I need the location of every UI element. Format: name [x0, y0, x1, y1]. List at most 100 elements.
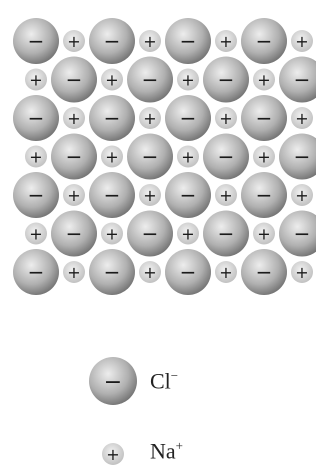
chloride-ion: −	[241, 18, 287, 64]
chloride-symbol: −	[180, 29, 197, 53]
chloride-ion: −	[241, 95, 287, 141]
chloride-symbol: −	[180, 106, 197, 130]
chloride-symbol: −	[256, 260, 273, 284]
chloride-symbol: −	[104, 183, 121, 207]
chloride-ion: −	[203, 56, 249, 103]
chloride-symbol: −	[28, 106, 45, 130]
sodium-ion: +	[215, 107, 237, 129]
chloride-symbol: −	[66, 68, 83, 92]
sodium-ion: +	[139, 107, 161, 129]
sodium-ion: +	[253, 68, 275, 91]
chloride-ion: −	[241, 172, 287, 218]
chloride-ion: −	[51, 210, 97, 257]
sodium-ion: +	[139, 184, 161, 206]
chloride-symbol: −	[66, 145, 83, 169]
chloride-symbol: −	[218, 68, 235, 92]
sodium-ion: +	[177, 145, 199, 168]
chloride-ion: −	[13, 95, 59, 141]
chloride-ion: −	[51, 133, 97, 180]
sodium-symbol: +	[67, 109, 80, 128]
sodium-symbol: +	[219, 32, 232, 51]
chloride-ion: −	[89, 95, 135, 141]
chloride-ion: −	[279, 56, 316, 103]
sodium-ion: +	[215, 30, 237, 52]
chloride-symbol: −	[142, 68, 159, 92]
legend-cation-label: Na+	[150, 438, 183, 464]
sodium-ion: +	[253, 222, 275, 245]
sodium-symbol: +	[181, 71, 194, 90]
sodium-symbol: +	[143, 32, 156, 51]
sodium-ion: +	[25, 145, 47, 168]
chloride-ion: −	[127, 56, 173, 103]
chloride-ion: −	[127, 210, 173, 257]
sodium-ion: +	[291, 261, 313, 283]
sodium-symbol: +	[257, 71, 270, 90]
sodium-ion: +	[63, 107, 85, 129]
sodium-ion: +	[101, 68, 123, 91]
legend-anion-icon: −	[89, 357, 137, 405]
sodium-ion: +	[215, 184, 237, 206]
sodium-symbol: +	[257, 225, 270, 244]
sodium-symbol: +	[105, 71, 118, 90]
chloride-ion: −	[279, 210, 316, 257]
chloride-ion: −	[51, 56, 97, 103]
chloride-symbol: −	[294, 68, 311, 92]
sodium-symbol: +	[29, 225, 42, 244]
sodium-symbol: +	[257, 148, 270, 167]
sodium-symbol: +	[143, 109, 156, 128]
sodium-symbol: +	[295, 32, 308, 51]
sodium-ion: +	[101, 222, 123, 245]
chloride-symbol: −	[104, 260, 121, 284]
sodium-ion: +	[101, 145, 123, 168]
sodium-ion: +	[291, 30, 313, 52]
sodium-symbol: +	[219, 263, 232, 282]
chloride-symbol: −	[180, 183, 197, 207]
chloride-ion: −	[127, 133, 173, 180]
chloride-ion: −	[165, 95, 211, 141]
legend-anion-label: Cl−	[150, 368, 178, 394]
chloride-symbol: −	[180, 260, 197, 284]
sodium-symbol: +	[181, 148, 194, 167]
chloride-symbol: −	[294, 145, 311, 169]
chloride-symbol: −	[256, 29, 273, 53]
sodium-ion: +	[291, 107, 313, 129]
chloride-ion: −	[165, 18, 211, 64]
nacl-lattice-diagram: −+−+−+−++−+−+−+−−+−+−+−++−+−+−+−−+−+−+−+…	[13, 18, 316, 295]
sodium-symbol: +	[295, 186, 308, 205]
chloride-ion: −	[89, 172, 135, 218]
legend-cation-icon: +	[102, 443, 124, 465]
chloride-symbol: −	[28, 260, 45, 284]
sodium-ion: +	[25, 68, 47, 91]
chloride-symbol: −	[256, 106, 273, 130]
sodium-symbol: +	[67, 263, 80, 282]
legend-anion-symbol: −	[104, 370, 122, 395]
chloride-ion: −	[165, 172, 211, 218]
sodium-ion: +	[253, 145, 275, 168]
sodium-ion: +	[25, 222, 47, 245]
chloride-symbol: −	[142, 222, 159, 246]
chloride-symbol: −	[28, 29, 45, 53]
sodium-ion: +	[291, 184, 313, 206]
chloride-ion: −	[13, 249, 59, 295]
sodium-symbol: +	[29, 148, 42, 167]
sodium-symbol: +	[219, 186, 232, 205]
sodium-symbol: +	[143, 186, 156, 205]
chloride-ion: −	[89, 18, 135, 64]
chloride-symbol: −	[218, 222, 235, 246]
sodium-symbol: +	[29, 71, 42, 90]
sodium-symbol: +	[295, 263, 308, 282]
sodium-symbol: +	[67, 32, 80, 51]
chloride-ion: −	[13, 18, 59, 64]
chloride-symbol: −	[28, 183, 45, 207]
sodium-ion: +	[215, 261, 237, 283]
chloride-ion: −	[241, 249, 287, 295]
chloride-ion: −	[13, 172, 59, 218]
sodium-symbol: +	[105, 148, 118, 167]
sodium-ion: +	[177, 222, 199, 245]
chloride-symbol: −	[294, 222, 311, 246]
sodium-symbol: +	[181, 225, 194, 244]
sodium-symbol: +	[143, 263, 156, 282]
chloride-symbol: −	[66, 222, 83, 246]
sodium-symbol: +	[67, 186, 80, 205]
sodium-ion: +	[63, 261, 85, 283]
